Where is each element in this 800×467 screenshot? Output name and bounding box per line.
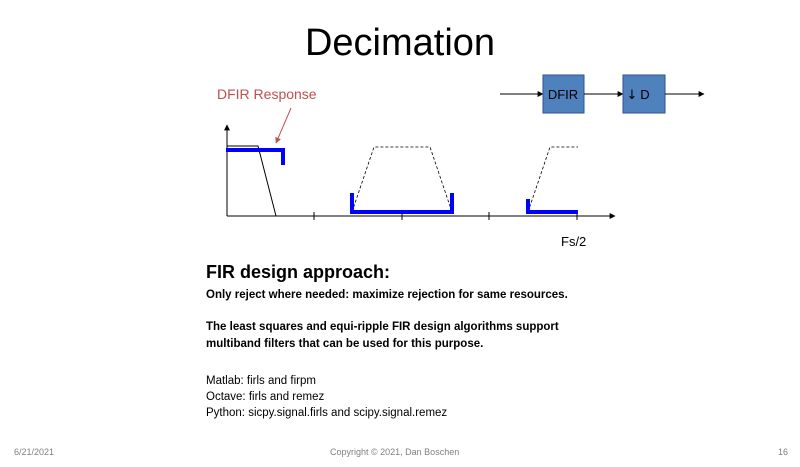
dfir-response-label: DFIR Response <box>217 86 317 102</box>
alias-image-1 <box>351 146 453 213</box>
footer-date: 6/21/2021 <box>14 447 55 457</box>
down-arrow-icon: ↓ <box>627 88 638 103</box>
dfir-stopband-2 <box>526 199 578 214</box>
downsample-factor-label: D <box>640 87 649 102</box>
footer-page-number: 16 <box>778 447 789 457</box>
bold-line-1: Only reject where needed: maximize rejec… <box>206 289 568 301</box>
section-heading: FIR design approach: <box>206 262 391 282</box>
fs-half-label: Fs/2 <box>561 234 587 249</box>
tool-line-octave: Octave: firls and remez <box>206 391 325 403</box>
annotation-arrow <box>275 107 292 144</box>
footer-copyright: Copyright © 2021, Dan Boschen <box>330 447 460 457</box>
dfir-block <box>542 74 585 114</box>
downsample-block <box>622 74 666 114</box>
frequency-response-diagram: DFIR ↓ D <box>224 74 705 220</box>
tool-line-matlab: Matlab: firls and firpm <box>206 375 316 387</box>
dfir-passband <box>226 148 285 165</box>
slide-title: Decimation <box>304 22 496 64</box>
dfir-block-label: DFIR <box>548 87 578 102</box>
alias-image-2 <box>527 146 578 213</box>
tool-line-python: Python: sicpy.signal.firls and scipy.sig… <box>206 407 448 419</box>
dfir-stopband-1 <box>350 193 454 214</box>
bold-line-3: multiband filters that can be used for t… <box>206 338 484 350</box>
baseband-spectrum <box>227 145 277 217</box>
bold-line-2: The least squares and equi-ripple FIR de… <box>206 321 559 333</box>
